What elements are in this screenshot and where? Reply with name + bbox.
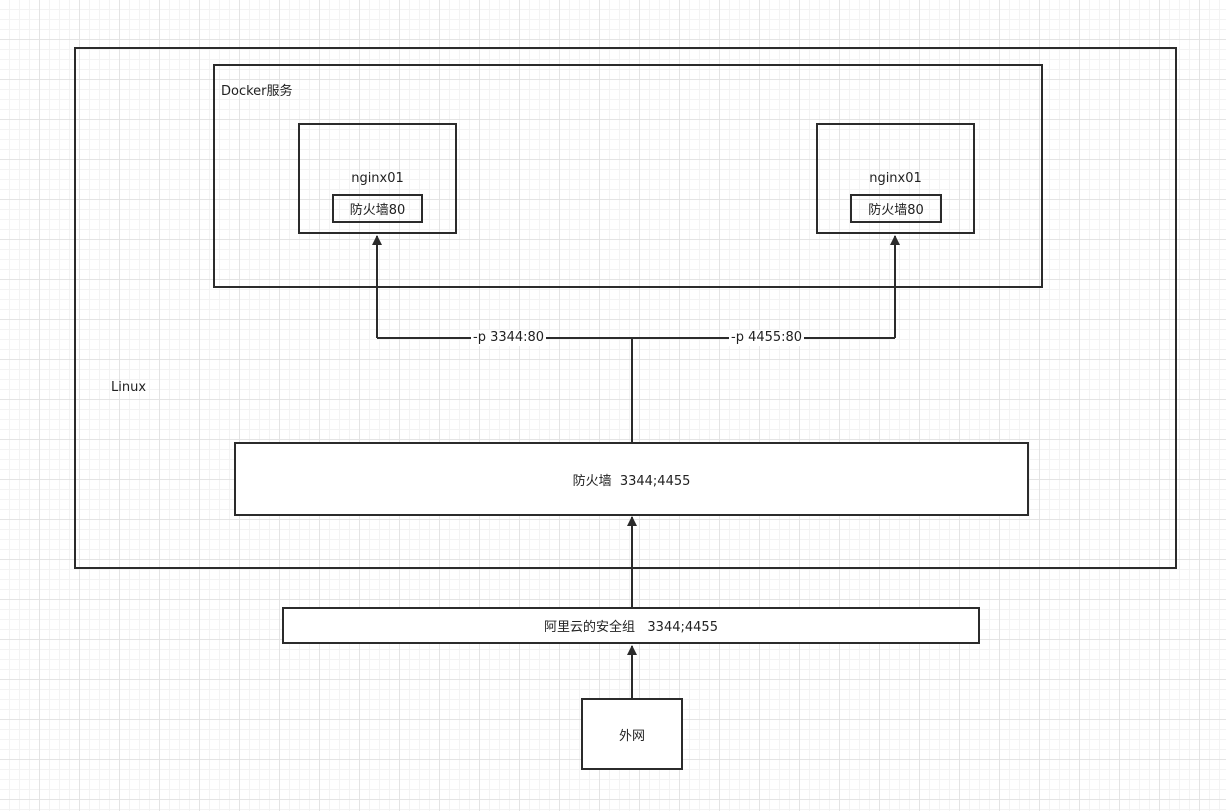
- docker-service-label: Docker服务: [221, 84, 293, 99]
- linux-host-box: [74, 47, 1177, 569]
- port-mapping-label-left: -p 3344:80: [471, 330, 547, 346]
- container-firewall-left: 防火墙80: [332, 194, 423, 223]
- container-nginx01-left: [298, 123, 457, 234]
- linux-firewall-box: 防火墙 3344;4455: [234, 442, 1029, 516]
- docker-service-box: [213, 64, 1043, 288]
- container-name-right: nginx01: [869, 171, 922, 186]
- container-nginx01-right: [816, 123, 975, 234]
- port-mapping-label-right: -p 4455:80: [729, 330, 805, 346]
- linux-label: Linux: [111, 380, 147, 395]
- container-name-left: nginx01: [351, 171, 404, 186]
- aliyun-security-group-box: 阿里云的安全组 3344;4455: [282, 607, 980, 644]
- internet-box: 外网: [581, 698, 683, 770]
- container-firewall-right: 防火墙80: [850, 194, 942, 223]
